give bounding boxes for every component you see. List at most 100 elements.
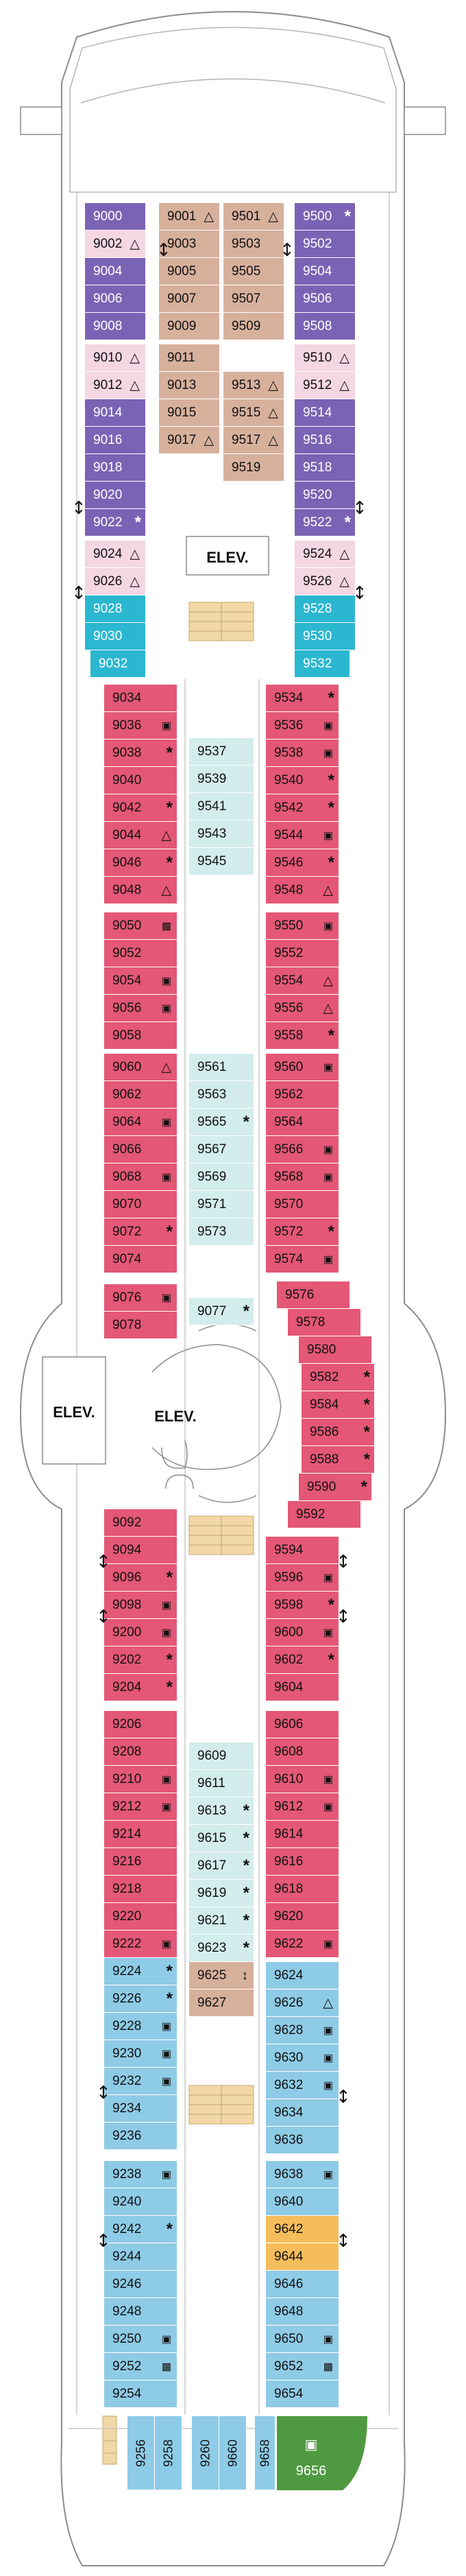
cabin-9625[interactable]: 9625↕ xyxy=(189,1962,254,1989)
cabin-9017[interactable]: 9017△ xyxy=(159,427,219,454)
cabin-9621[interactable]: 9621* xyxy=(189,1907,254,1935)
cabin-9246[interactable]: 9246 xyxy=(104,2271,177,2298)
cabin-9240[interactable]: 9240 xyxy=(104,2188,177,2216)
cabin-9592[interactable]: 9592 xyxy=(288,1501,360,1528)
cabin-9250[interactable]: 9250▣ xyxy=(104,2326,177,2353)
cabin-9024[interactable]: 9024△ xyxy=(85,541,145,568)
cabin-9539[interactable]: 9539 xyxy=(189,766,254,793)
cabin-9642[interactable]: 9642 xyxy=(266,2216,339,2243)
cabin-9011[interactable]: 9011 xyxy=(159,344,219,372)
cabin-9034[interactable]: 9034 xyxy=(104,685,177,712)
cabin-9218[interactable]: 9218 xyxy=(104,1876,177,1903)
cabin-9598[interactable]: 9598* xyxy=(266,1592,339,1619)
cabin-9602[interactable]: 9602* xyxy=(266,1646,339,1674)
cabin-9098[interactable]: 9098▣ xyxy=(104,1592,177,1619)
cabin-9506[interactable]: 9506 xyxy=(295,285,355,313)
cabin-9522[interactable]: 9522* xyxy=(295,509,355,536)
cabin-9600[interactable]: 9600▣ xyxy=(266,1619,339,1646)
cabin-9634[interactable]: 9634 xyxy=(266,2099,339,2127)
cabin-9010[interactable]: 9010△ xyxy=(85,344,145,372)
cabin-9501[interactable]: 9501△ xyxy=(223,203,284,231)
cabin-9563[interactable]: 9563 xyxy=(189,1081,254,1109)
cabin-9650[interactable]: 9650▣ xyxy=(266,2326,339,2353)
cabin-9652[interactable]: 9652▩ xyxy=(266,2353,339,2380)
cabin-9623[interactable]: 9623* xyxy=(189,1935,254,1962)
cabin-9646[interactable]: 9646 xyxy=(266,2271,339,2298)
cabin-9644[interactable]: 9644 xyxy=(266,2243,339,2271)
cabin-9620[interactable]: 9620 xyxy=(266,1903,339,1930)
cabin-9006[interactable]: 9006 xyxy=(85,285,145,313)
cabin-9212[interactable]: 9212▣ xyxy=(104,1793,177,1821)
cabin-9504[interactable]: 9504 xyxy=(295,258,355,285)
cabin-9627[interactable]: 9627 xyxy=(189,1989,254,2017)
cabin-9610[interactable]: 9610▣ xyxy=(266,1766,339,1793)
cabin-9032[interactable]: 9032 xyxy=(90,650,145,678)
cabin-9526[interactable]: 9526△ xyxy=(295,568,355,595)
cabin-9567[interactable]: 9567 xyxy=(189,1136,254,1163)
cabin-9046[interactable]: 9046* xyxy=(104,849,177,877)
cabin-9248[interactable]: 9248 xyxy=(104,2298,177,2326)
cabin-9618[interactable]: 9618 xyxy=(266,1876,339,1903)
cabin-9536[interactable]: 9536▣ xyxy=(266,712,339,740)
cabin-9048[interactable]: 9048△ xyxy=(104,877,177,904)
cabin-9566[interactable]: 9566▣ xyxy=(266,1136,339,1163)
cabin-9256[interactable]: 9256 xyxy=(127,2416,155,2490)
cabin-9580[interactable]: 9580 xyxy=(299,1336,371,1364)
cabin-9565[interactable]: 9565* xyxy=(189,1109,254,1136)
cabin-9616[interactable]: 9616 xyxy=(266,1848,339,1876)
cabin-9541[interactable]: 9541 xyxy=(189,793,254,820)
cabin-9648[interactable]: 9648 xyxy=(266,2298,339,2326)
cabin-9228[interactable]: 9228▣ xyxy=(104,2013,177,2040)
cabin-9005[interactable]: 9005 xyxy=(159,258,219,285)
cabin-9056[interactable]: 9056▣ xyxy=(104,995,177,1022)
cabin-9556[interactable]: 9556△ xyxy=(266,995,339,1022)
cabin-9026[interactable]: 9026△ xyxy=(85,568,145,595)
cabin-9550[interactable]: 9550▣ xyxy=(266,912,339,940)
cabin-9514[interactable]: 9514 xyxy=(295,399,355,427)
cabin-9001[interactable]: 9001△ xyxy=(159,203,219,231)
cabin-9206[interactable]: 9206 xyxy=(104,1711,177,1738)
cabin-9254[interactable]: 9254 xyxy=(104,2380,177,2408)
cabin-9534[interactable]: 9534* xyxy=(266,685,339,712)
cabin-9638[interactable]: 9638▣ xyxy=(266,2161,339,2188)
cabin-9518[interactable]: 9518 xyxy=(295,454,355,482)
cabin-9236[interactable]: 9236 xyxy=(104,2123,177,2150)
cabin-9000[interactable]: 9000 xyxy=(85,203,145,231)
cabin-9524[interactable]: 9524△ xyxy=(295,541,355,568)
cabin-9520[interactable]: 9520 xyxy=(295,482,355,509)
cabin-9516[interactable]: 9516 xyxy=(295,427,355,454)
cabin-9654[interactable]: 9654 xyxy=(266,2380,339,2408)
cabin-9230[interactable]: 9230▣ xyxy=(104,2040,177,2068)
cabin-9532[interactable]: 9532 xyxy=(295,650,350,678)
cabin-9040[interactable]: 9040 xyxy=(104,767,177,794)
cabin-9571[interactable]: 9571 xyxy=(189,1191,254,1218)
cabin-9014[interactable]: 9014 xyxy=(85,399,145,427)
cabin-9013[interactable]: 9013 xyxy=(159,372,219,399)
cabin-9609[interactable]: 9609 xyxy=(189,1742,254,1770)
cabin-9604[interactable]: 9604 xyxy=(266,1674,339,1701)
cabin-9562[interactable]: 9562 xyxy=(266,1081,339,1109)
cabin-9505[interactable]: 9505 xyxy=(223,258,284,285)
cabin-9569[interactable]: 9569 xyxy=(189,1163,254,1191)
cabin-9512[interactable]: 9512△ xyxy=(295,372,355,399)
cabin-9007[interactable]: 9007 xyxy=(159,285,219,313)
cabin-9574[interactable]: 9574▣ xyxy=(266,1246,339,1273)
cabin-9517[interactable]: 9517△ xyxy=(223,427,284,454)
cabin-9542[interactable]: 9542* xyxy=(266,794,339,822)
cabin-9234[interactable]: 9234 xyxy=(104,2095,177,2123)
cabin-9515[interactable]: 9515△ xyxy=(223,399,284,427)
cabin-9558[interactable]: 9558* xyxy=(266,1022,339,1050)
cabin-9226[interactable]: 9226* xyxy=(104,1985,177,2013)
cabin-9617[interactable]: 9617* xyxy=(189,1852,254,1880)
cabin-9003[interactable]: 9003 xyxy=(159,231,219,258)
cabin-9608[interactable]: 9608 xyxy=(266,1738,339,1766)
cabin-9224[interactable]: 9224* xyxy=(104,1958,177,1985)
cabin-9561[interactable]: 9561 xyxy=(189,1054,254,1081)
cabin-9622[interactable]: 9622▣ xyxy=(266,1930,339,1958)
cabin-9554[interactable]: 9554△ xyxy=(266,967,339,995)
cabin-9552[interactable]: 9552 xyxy=(266,940,339,967)
cabin-9050[interactable]: 9050▩ xyxy=(104,912,177,940)
cabin-9507[interactable]: 9507 xyxy=(223,285,284,313)
cabin-9513[interactable]: 9513△ xyxy=(223,372,284,399)
cabin-9632[interactable]: 9632▣ xyxy=(266,2072,339,2099)
